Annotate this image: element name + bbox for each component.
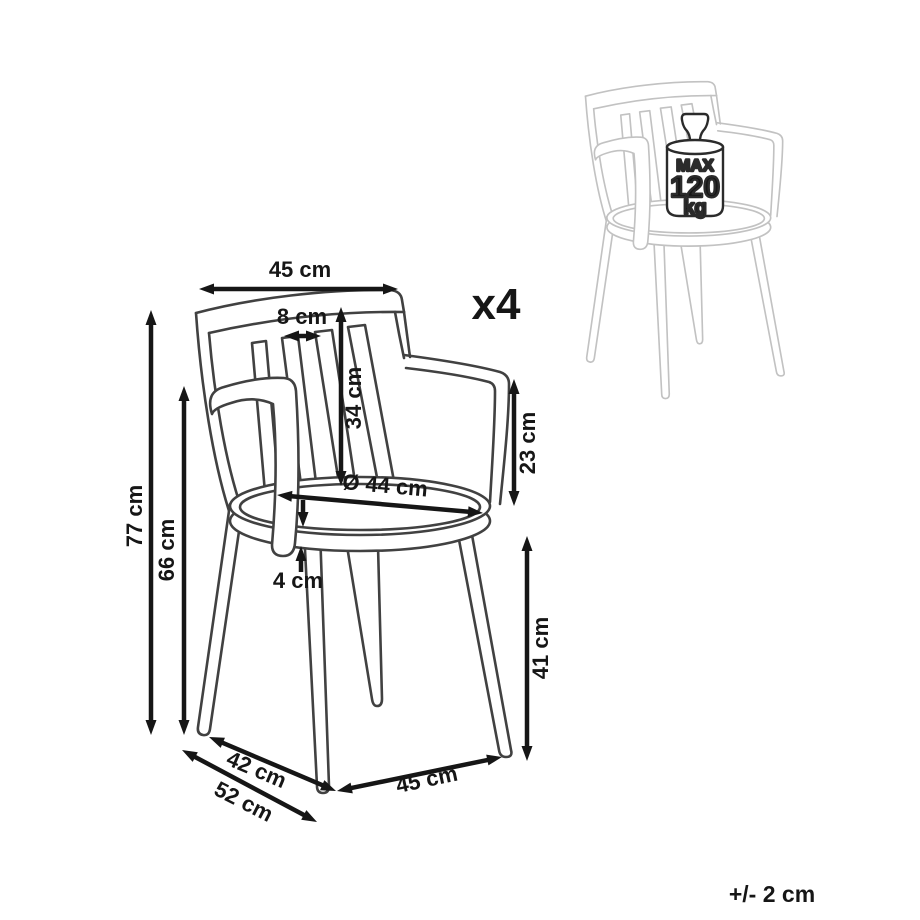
dim-armrest-above-seat: 23 cm bbox=[508, 379, 540, 506]
dimension-annotations: 45 cm 8 cm 34 cm 23 cm 77 cm 66 cm Ø 44 cm 4 cm… bbox=[122, 257, 553, 827]
weight-body-top bbox=[665, 138, 725, 156]
dim-arrowhead bbox=[178, 386, 190, 401]
dim-arrowhead bbox=[182, 750, 198, 762]
dim-label-armrest-height: 66 cm bbox=[154, 519, 179, 581]
max-load-text-max: MAX bbox=[676, 156, 714, 175]
dim-seat-thickness-top bbox=[297, 500, 309, 527]
dim-arrowhead bbox=[284, 330, 299, 342]
dim-arrowhead bbox=[335, 307, 347, 322]
dim-seat-diameter: Ø 44 cm bbox=[277, 469, 483, 518]
dim-arrowhead bbox=[335, 471, 347, 486]
dim-arrowhead bbox=[145, 720, 157, 735]
dim-arrowhead bbox=[178, 720, 190, 735]
dim-slat-gap: 8 cm bbox=[277, 304, 327, 342]
max-load-weight-icon: MAX 120 kg bbox=[665, 112, 725, 220]
dim-arrowhead bbox=[337, 782, 353, 794]
dim-line bbox=[286, 493, 474, 515]
dim-arrowhead bbox=[383, 283, 398, 295]
dim-arrowhead bbox=[521, 536, 533, 551]
dim-label-leg-height: 41 cm bbox=[528, 617, 553, 679]
quantity-label: x4 bbox=[472, 280, 521, 329]
dim-arrowhead bbox=[467, 506, 483, 518]
dim-arrowhead bbox=[508, 379, 520, 394]
dim-label-slat-gap: 8 cm bbox=[277, 304, 327, 329]
dim-arrowhead bbox=[320, 780, 336, 791]
dim-label-armrest-above-seat: 23 cm bbox=[515, 412, 540, 474]
weight-body bbox=[665, 145, 725, 218]
dim-seat-thickness-bottom bbox=[295, 546, 307, 572]
dim-label-front-width: 45 cm bbox=[394, 761, 460, 798]
dim-arrowhead bbox=[209, 737, 225, 748]
dim-armrest-height: 66 cm bbox=[154, 386, 190, 735]
dim-back-width: 45 cm bbox=[199, 257, 398, 295]
dim-leg-height: 41 cm bbox=[521, 536, 553, 761]
dim-line bbox=[346, 756, 493, 792]
dim-arrowhead bbox=[295, 546, 307, 561]
dim-front-width: 45 cm bbox=[337, 754, 502, 798]
dim-total-height: 77 cm bbox=[122, 310, 157, 735]
dim-arrowhead bbox=[521, 746, 533, 761]
dim-arrowhead bbox=[508, 491, 520, 506]
dim-line bbox=[189, 752, 310, 820]
main-chair bbox=[194, 288, 513, 795]
dim-arrowhead bbox=[277, 490, 293, 502]
dim-arrowhead bbox=[145, 310, 157, 325]
max-load-text-value: 120 bbox=[670, 171, 720, 204]
dim-line bbox=[217, 738, 328, 790]
tolerance-label: +/- 2 cm bbox=[729, 881, 815, 907]
dim-arrowhead bbox=[306, 330, 321, 342]
dim-label-back-width: 45 cm bbox=[269, 257, 331, 282]
dim-back-height: 34 cm bbox=[335, 307, 366, 486]
dim-arrowhead bbox=[301, 810, 317, 822]
dim-arrowhead bbox=[199, 283, 214, 295]
dim-seat-thickness: 4 cm bbox=[273, 568, 323, 593]
dim-label-seat-thickness: 4 cm bbox=[273, 568, 323, 593]
dim-arrowhead bbox=[297, 512, 309, 527]
dim-label-total-height: 77 cm bbox=[122, 485, 147, 547]
dim-arrowhead bbox=[486, 754, 502, 766]
dim-label-back-height: 34 cm bbox=[341, 367, 366, 429]
max-load-text-unit: kg bbox=[683, 197, 706, 219]
